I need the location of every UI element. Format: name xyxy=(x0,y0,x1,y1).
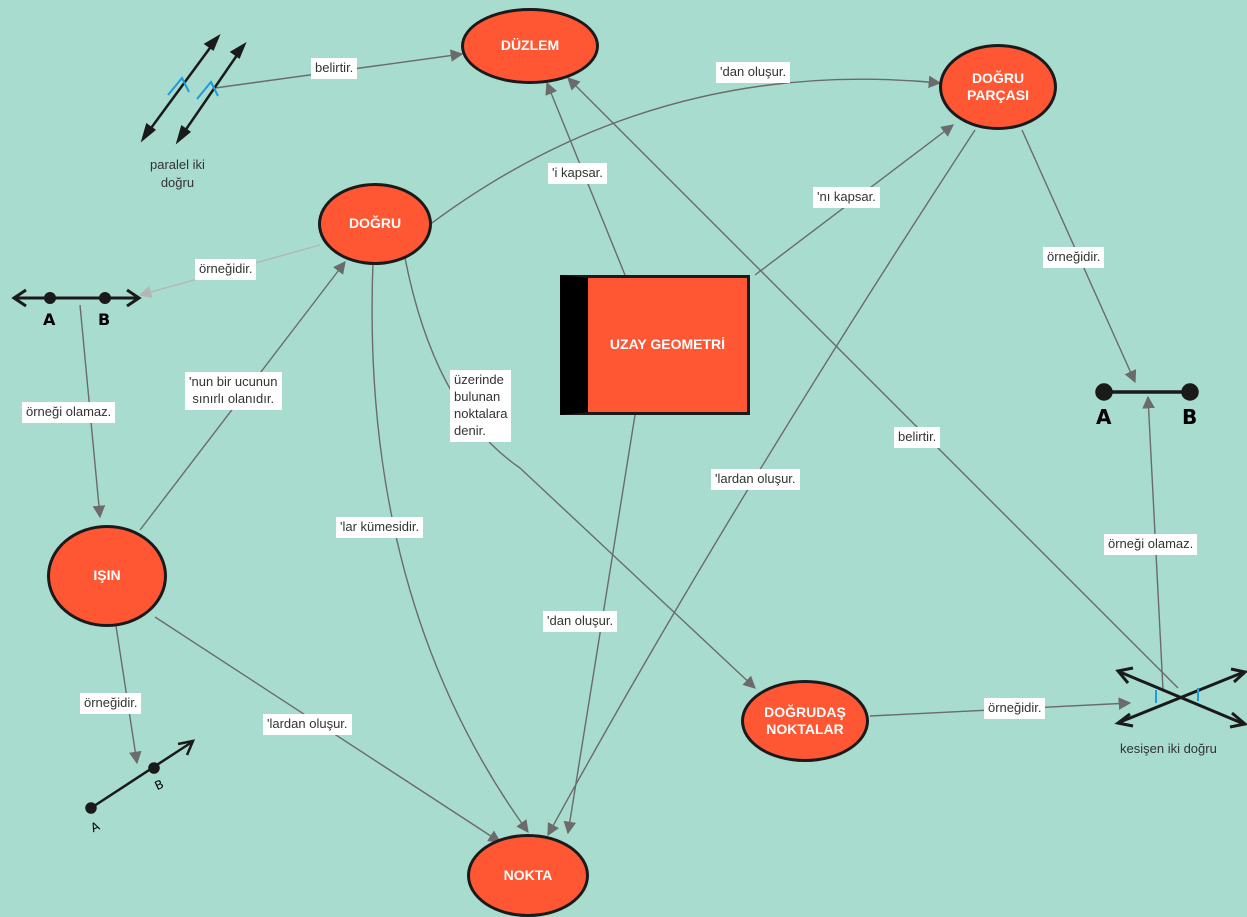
segment-ab-figure xyxy=(1095,383,1199,401)
arrow-dogru-parcasi-to-nokta xyxy=(547,129,976,837)
link-label-paralel-belirtir: belirtir. xyxy=(311,58,358,79)
line-ab-figure xyxy=(11,288,142,308)
link-label-dogru-dan-olusur: 'dan oluşur. xyxy=(716,62,791,83)
link-label-dogrudas-ornegidir: örneğidir. xyxy=(984,698,1046,719)
link-label-lar-kumesidir: 'lar kümesidir. xyxy=(336,517,424,538)
segment-point-a-label: A xyxy=(1096,405,1112,429)
center-node[interactable]: UZAY GEOMETRİ xyxy=(560,275,750,415)
link-label-uzerinde-bulunan: üzerinde bulunan noktalara denir. xyxy=(450,370,512,442)
link-label-isin-ornegidir: örneğidir. xyxy=(80,693,142,714)
node-nokta[interactable]: NOKTA xyxy=(467,834,589,917)
link-label-uzay-dan-olusur: 'dan oluşur. xyxy=(543,611,618,632)
parallel-lines-figure xyxy=(140,34,247,145)
line-point-a-label: A xyxy=(43,310,56,329)
node-isin[interactable]: IŞIN xyxy=(47,525,167,627)
link-label-kesisen-belirtir: belirtir. xyxy=(894,427,941,448)
link-label-dogru-parcasi-lardan: 'lardan oluşur. xyxy=(711,469,800,490)
caption-paralel-iki-dogru: paralel iki doğru xyxy=(150,157,205,190)
link-label-uzay-ni-kapsar: 'nı kapsar. xyxy=(813,187,880,208)
link-label-uzay-kapsar: 'i kapsar. xyxy=(548,163,607,184)
arrow-dogru-to-dogru-parcasi xyxy=(419,75,942,233)
line-point-b-label: B xyxy=(98,310,111,329)
link-label-isin-lardan: 'lardan oluşur. xyxy=(263,714,352,735)
link-label-isin-bir-ucu: 'nun bir ucunun sınırlı olanıdır. xyxy=(185,372,282,410)
arrow-dogru-to-nokta xyxy=(371,261,529,834)
intersecting-lines-figure xyxy=(1114,666,1247,729)
ray-ab-figure xyxy=(85,739,196,814)
segment-point-b-label: B xyxy=(1182,405,1198,429)
link-label-kesisen-ornegi-olamaz: örneği olamaz. xyxy=(1104,534,1198,555)
node-dogrudas-noktalar[interactable]: DOĞRUDAŞ NOKTALAR xyxy=(741,680,869,762)
caption-kesisen-iki-dogru: kesişen iki doğru xyxy=(1120,741,1217,756)
link-label-dogru-parcasi-ornegidir: örneğidir. xyxy=(1043,247,1105,268)
node-duzlem[interactable]: DÜZLEM xyxy=(461,8,599,84)
node-dogru-parcasi[interactable]: DOĞRU PARÇASI xyxy=(939,44,1057,130)
link-label-line-ornegi-olamaz: örneği olamaz. xyxy=(22,402,116,423)
node-dogru[interactable]: DOĞRU xyxy=(318,183,432,265)
link-label-dogru-ornegidir: örneğidir. xyxy=(195,259,257,280)
